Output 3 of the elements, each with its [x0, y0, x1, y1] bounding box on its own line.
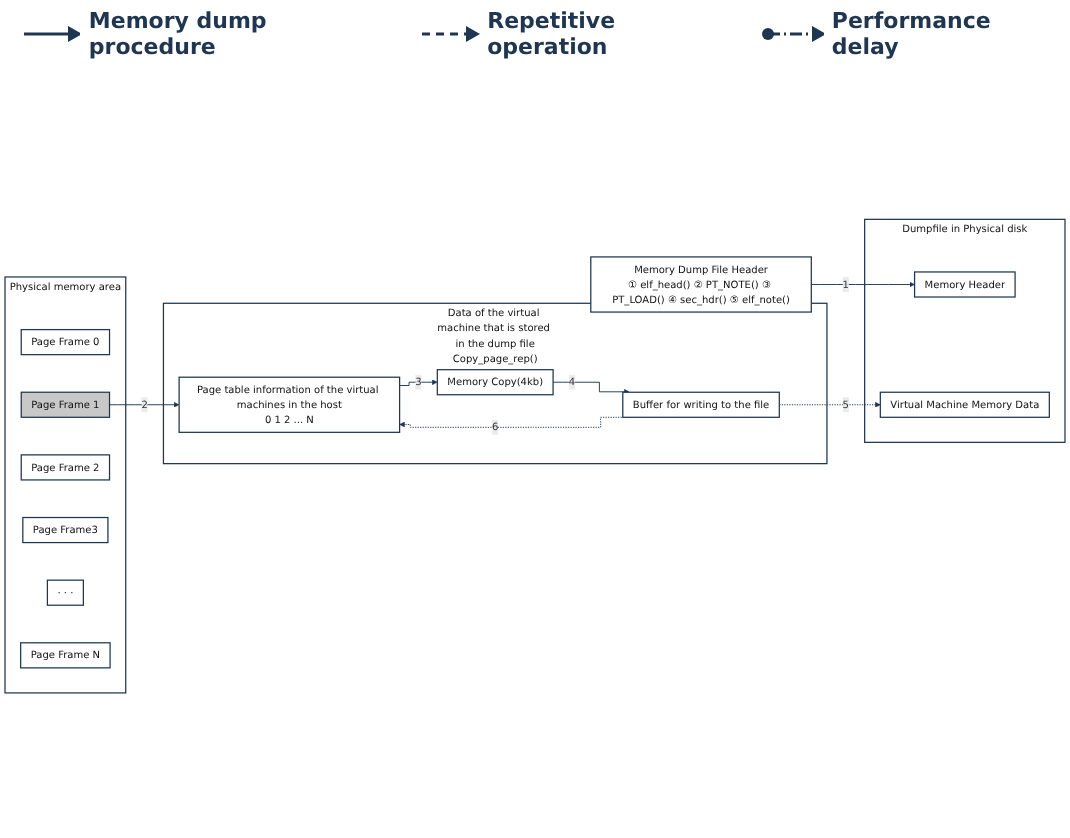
legend-text: Performance delay: [831, 8, 993, 60]
legend-text: Repetitive operation: [487, 8, 618, 60]
legend-text: Memory dump procedure: [88, 8, 269, 60]
